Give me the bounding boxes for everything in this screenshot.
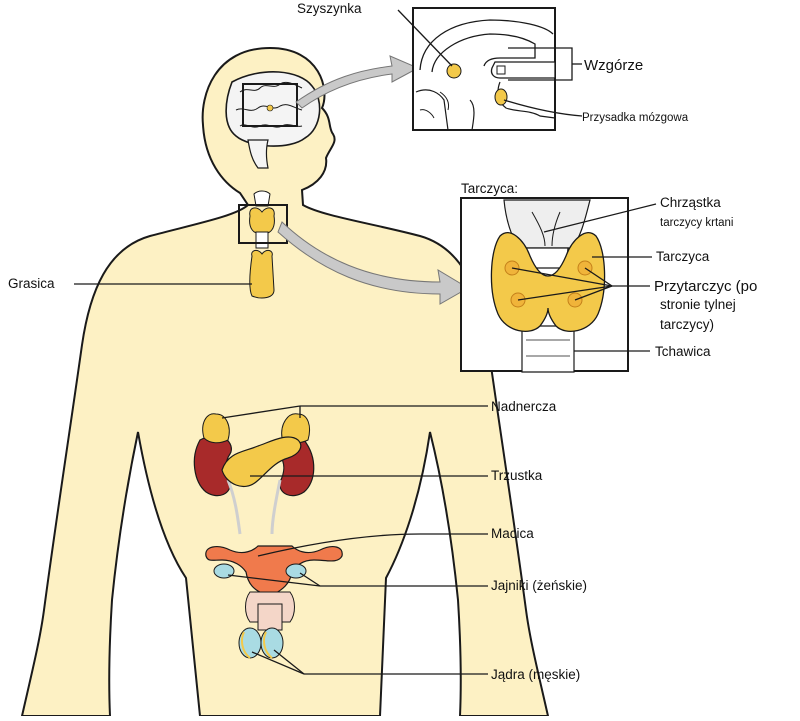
brain [225,71,321,169]
label-parathyroid-3: tarczycy) [660,317,714,332]
label-pituitary: Przysadka mózgowa [582,112,689,124]
label-thymus: Grasica [8,276,55,291]
label-uterus: Macica [491,526,534,541]
thyroid-zoom-box [238,204,288,244]
label-parathyroid-1: Przytarczyc (po [654,278,757,295]
body-silhouette [20,46,550,717]
label-ovaries: Jajniki (żeńskie) [491,578,587,593]
label-thyroid-title: Tarczyca: [461,181,518,196]
pancreas [221,436,302,487]
label-adrenal: Nadnercza [491,399,557,414]
label-testes: Jądra (męskie) [491,667,580,682]
right-ovary [285,563,307,579]
label-trachea: Tchawica [655,344,711,359]
label-parathyroid-2: stronie tylnej [660,297,736,312]
thyroid-zoom-arrow [277,221,469,305]
brain-inset [412,7,556,131]
left-adrenal [202,413,230,444]
label-thyroid: Tarczyca [656,249,710,264]
pituitary-gland [494,88,508,106]
label-cartilage-1: Chrząstka [660,195,721,210]
neck-thyroid [238,190,288,249]
thymus-gland [249,249,275,299]
label-hypothalamus: Wzgórze [584,57,643,74]
label-cartilage-2: tarczycy krtani [660,217,734,229]
male-reproductive [238,591,295,659]
brain-zoom-box [242,83,298,127]
thyroid-inset [460,197,629,373]
label-pineal: Szyszynka [297,1,362,16]
kidneys-adrenals [193,413,315,535]
parathyroid-1 [504,260,520,276]
label-pancreas: Trzustka [491,468,543,483]
pineal-gland [446,63,462,79]
